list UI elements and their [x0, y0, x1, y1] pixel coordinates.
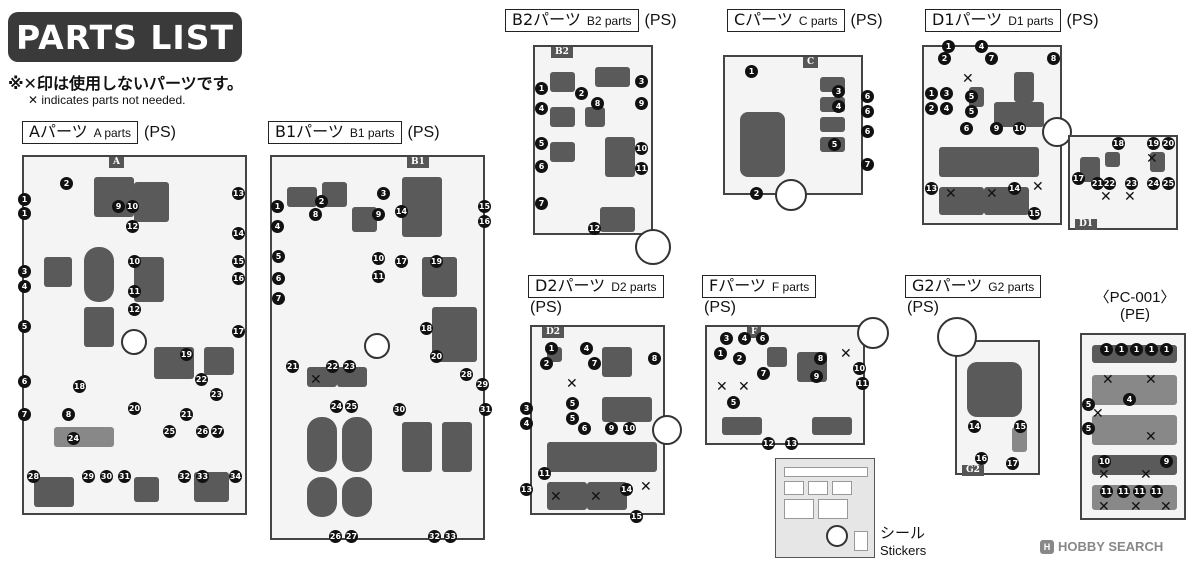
- runner-tag-f: F: [747, 327, 762, 338]
- runner-tag-g2: G2: [962, 465, 984, 476]
- stickers-label-japanese: シール: [880, 524, 926, 542]
- stickers-label-english: Stickers: [880, 543, 927, 558]
- runner-c: C: [723, 55, 863, 211]
- hobby-search-logo-icon: H: [1040, 539, 1054, 554]
- runner-tag-b1: B1: [407, 157, 429, 168]
- sticker-sheet: [775, 458, 875, 558]
- runner-a: A: [22, 155, 247, 515]
- runner-b2: B2: [533, 45, 671, 265]
- pc-material: (PE): [1120, 306, 1150, 323]
- runner-d1-sub: D1: [1068, 135, 1178, 230]
- runner-d1: [922, 45, 1072, 225]
- runner-g2: G2: [937, 317, 1040, 476]
- runner-tag-a: A: [109, 157, 124, 168]
- runner-tag-d1: D1: [1075, 219, 1098, 230]
- runner-tag-b2: B2: [551, 47, 573, 58]
- note-japanese: ※✕印は使用しないパーツです。: [8, 74, 244, 93]
- d2-material: (PS): [530, 299, 562, 316]
- runner-f: F: [705, 317, 889, 445]
- runner-d2: D2: [530, 325, 682, 515]
- hobby-search-watermark: H HOBBY SEARCH: [1040, 539, 1163, 554]
- runner-tag-d2: D2: [542, 327, 565, 338]
- runner-tag-c: C: [803, 57, 819, 68]
- f-material: (PS): [704, 299, 736, 316]
- note-english: ✕ indicates parts not needed.: [28, 93, 186, 107]
- watermark-text: HOBBY SEARCH: [1058, 539, 1164, 554]
- g2-material: (PS): [907, 299, 939, 316]
- page-title: PARTS LIST: [8, 12, 242, 62]
- pc-title: 〈PC-001〉: [1094, 289, 1176, 306]
